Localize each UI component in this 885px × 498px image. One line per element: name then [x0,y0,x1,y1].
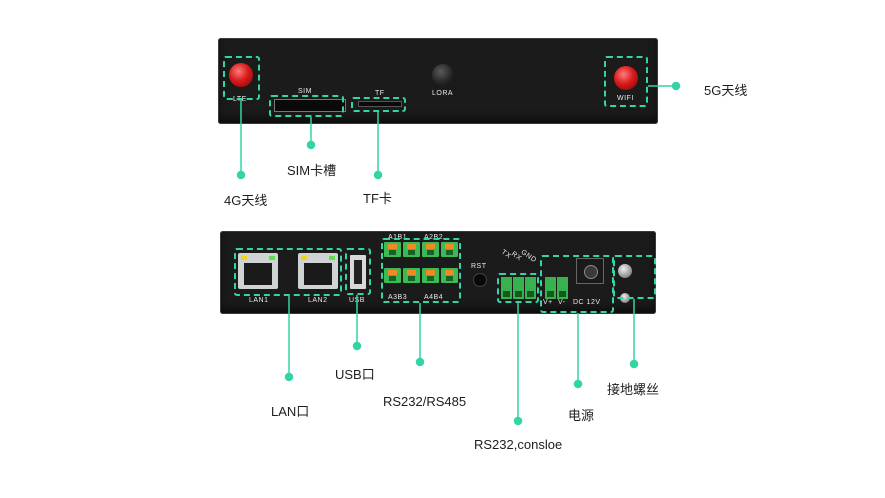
callout-usb-port: USB口 [335,367,375,382]
a3b3-label: A3B3 [388,294,408,301]
highlight-usb-port [345,248,371,295]
callout-tf-card: TF卡 [363,191,392,206]
highlight-ground-screw [613,255,656,299]
wifi-port-label: WIFI [617,95,634,102]
highlight-sim-slot [269,95,344,117]
highlight-5g-antenna [604,56,648,107]
terminal-pin [422,268,439,283]
ground-screw [618,264,632,278]
callout-power: 电源 [568,408,595,423]
callout-lan-port: LAN口 [271,404,310,419]
callout-4g-antenna: 4G天线 [224,193,268,208]
console-terminal-gnd [525,277,536,299]
highlight-rs232-rs485 [381,238,461,303]
console-terminal-rx [513,277,524,299]
reset-button [473,273,487,287]
terminal-pin [384,268,401,283]
terminal-pin [403,242,420,257]
power-terminal-vplus [545,277,556,299]
vminus-label: V- [558,299,566,306]
tf-port-label: TF [375,90,385,97]
sim-slot [274,99,346,112]
dc-power-jack [576,258,604,284]
highlight-4g-antenna [223,56,260,100]
lora-button [432,64,454,86]
power-terminal-vminus [557,277,568,299]
a4b4-label: A4B4 [424,294,444,301]
lan1-port [238,253,278,289]
rst-label: RST [471,263,487,270]
callout-ground-screw: 接地螺丝 [607,382,660,397]
device-top-panel: LTE SIM TF LORA WIFI [218,38,658,124]
lan1-port-label: LAN1 [249,297,269,304]
vplus-label: V+ [543,299,553,306]
highlight-tf-slot [351,97,406,112]
a2b2-label: A2B2 [424,234,444,241]
callout-rs232-rs485: RS232/RS485 [383,394,467,409]
highlight-console [497,273,539,303]
lan2-port-label: LAN2 [308,297,328,304]
highlight-lan-ports [234,248,342,296]
sim-port-label: SIM [298,88,312,95]
lora-port-label: LORA [432,90,454,97]
terminal-pin [422,242,439,257]
terminal-pin [384,242,401,257]
terminal-block-rs232-rs485 [384,242,460,292]
callout-rs232-console: RS232,consloe [474,437,563,452]
callout-sim-slot: SIM卡槽 [287,163,337,178]
antenna-connector-4g [229,63,253,87]
tf-slot [358,101,402,107]
antenna-connector-5g [614,66,638,90]
lan2-port [298,253,338,289]
terminal-pin [441,268,458,283]
dc-label: DC 12V [573,299,601,306]
terminal-pin [441,242,458,257]
callout-5g-antenna: 5G天线 [704,83,748,98]
console-terminal-tx [501,277,512,299]
terminal-pin [403,268,420,283]
usb-port [350,255,366,289]
a1b1-label: A1B1 [388,234,408,241]
